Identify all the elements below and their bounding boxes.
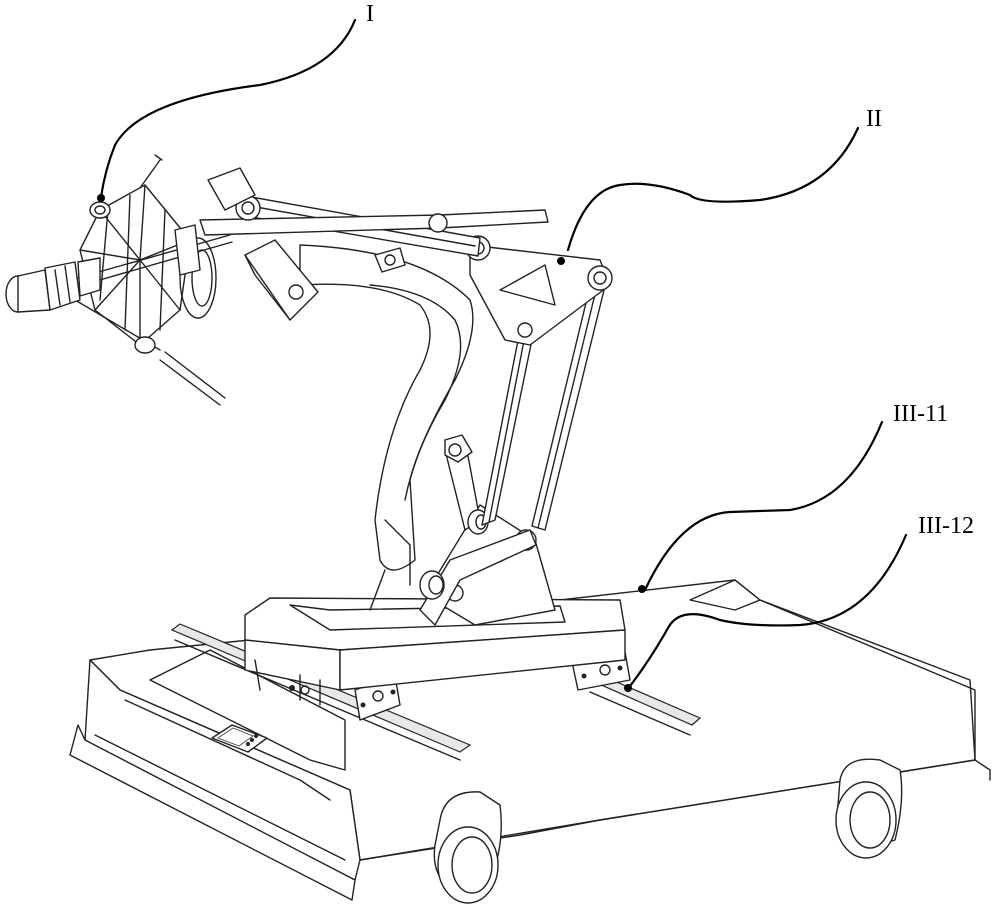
label-end-effector: I	[366, 1, 374, 27]
label-linear-rail: III-12	[918, 513, 974, 539]
forearm-links	[199, 167, 549, 273]
parallel-rods	[481, 277, 607, 531]
leader-line-III-11	[638, 420, 884, 593]
leader-line-II	[557, 126, 860, 265]
leader-line-III-12	[624, 533, 908, 692]
shoulder-base	[419, 504, 556, 626]
wheel-front-left	[433, 791, 502, 904]
leader-line-I	[97, 18, 357, 202]
control-panel	[211, 724, 268, 753]
mid-link	[444, 434, 489, 535]
label-mobile-base: III-11	[893, 401, 949, 427]
wheel-rear-right	[835, 758, 903, 859]
upper-arm	[299, 244, 474, 611]
label-triangular-link: II	[866, 106, 882, 132]
end-effector	[5, 154, 233, 406]
